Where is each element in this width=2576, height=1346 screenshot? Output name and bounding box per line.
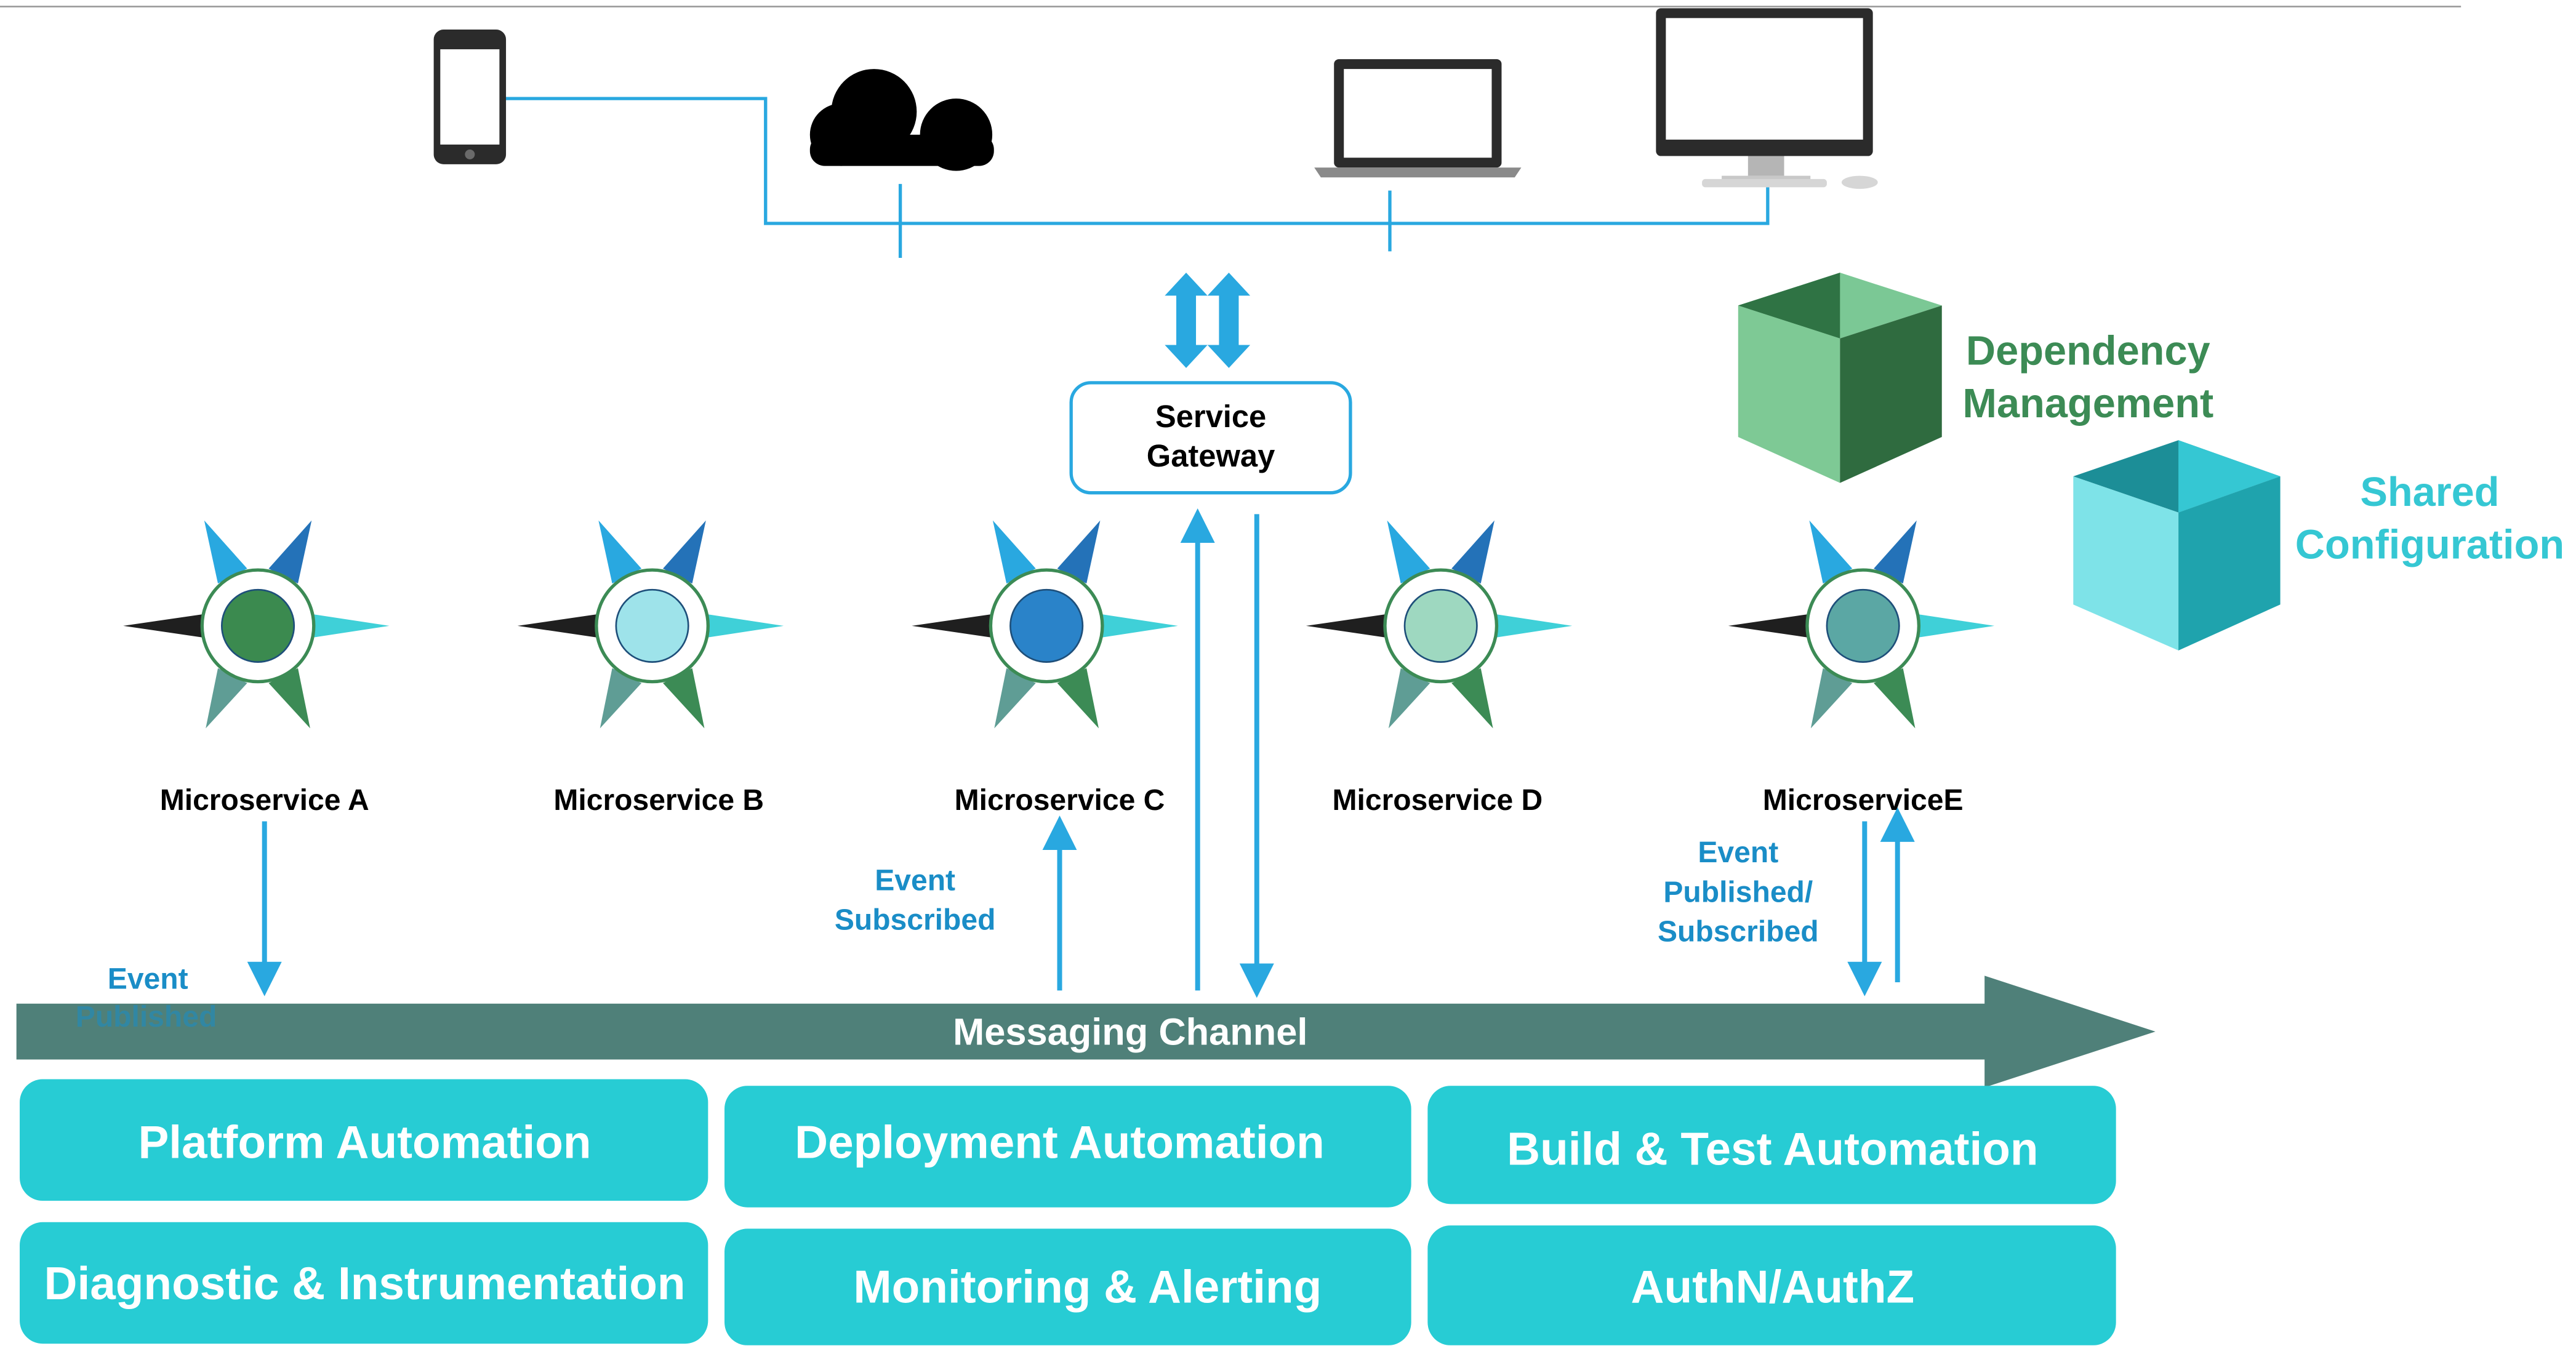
messaging-channel: Messaging Channel: [16, 975, 2156, 1088]
microservice-a-label: Microservice A: [160, 784, 369, 817]
shared-configuration-cube-icon: [2073, 440, 2281, 651]
dependency-label-line2: Management: [1962, 381, 2213, 427]
capability-monitoring-alerting: Monitoring & Alerting: [853, 1261, 1322, 1313]
microservice-a-icon: [123, 520, 390, 729]
event-c-label-line1: Event: [875, 865, 955, 897]
microservice-icons: [123, 520, 1995, 729]
cloud-icon: [809, 69, 994, 171]
microservice-d-icon: [1306, 520, 1573, 729]
event-e-label-line1: Event: [1698, 836, 1778, 869]
microservice-e-icon: [1728, 520, 1995, 729]
capability-deployment-automation: Deployment Automation: [795, 1116, 1325, 1168]
event-e-label-line3: Subscribed: [1658, 915, 1819, 948]
microservice-d-label: Microservice D: [1333, 784, 1543, 817]
phone-icon: [433, 30, 507, 164]
laptop-icon: [1314, 59, 1522, 178]
capability-platform-automation: Platform Automation: [138, 1116, 591, 1168]
event-a-label-line2: Published: [76, 1001, 217, 1033]
dependency-label-line1: Dependency: [1966, 329, 2210, 374]
dependency-management-cube-icon: [1738, 273, 1942, 483]
shared-label-line2: Configuration: [2295, 522, 2564, 567]
service-gateway: Service Gateway: [1069, 381, 1352, 495]
microservice-b-label: Microservice B: [553, 784, 764, 817]
capability-diagnostic-instrumentation: Diagnostic & Instrumentation: [44, 1257, 686, 1309]
gateway-inbound-arrows: [1165, 273, 1251, 368]
microservice-c-icon: [912, 520, 1178, 729]
microservice-e-label: MicroserviceE: [1763, 784, 1964, 817]
microservice-b-icon: [517, 520, 784, 729]
gateway-label-line2: Gateway: [1147, 438, 1275, 473]
event-a-label-line1: Event: [108, 963, 188, 996]
gateway-label-line1: Service: [1155, 399, 1266, 434]
desktop-icon: [1656, 8, 1878, 189]
device-network: [506, 97, 1770, 258]
event-e-label-line2: Published/: [1663, 876, 1813, 908]
event-c-label-line2: Subscribed: [835, 904, 996, 937]
microservice-c-label: Microservice C: [955, 784, 1165, 817]
capability-authn-authz: AuthN/AuthZ: [1631, 1261, 1915, 1313]
capability-grid: Platform Automation Deployment Automatio…: [20, 1079, 2116, 1345]
shared-label-line1: Shared: [2360, 470, 2499, 515]
capability-build-test-automation: Build & Test Automation: [1507, 1123, 2038, 1174]
messaging-channel-label: Messaging Channel: [953, 1011, 1307, 1053]
